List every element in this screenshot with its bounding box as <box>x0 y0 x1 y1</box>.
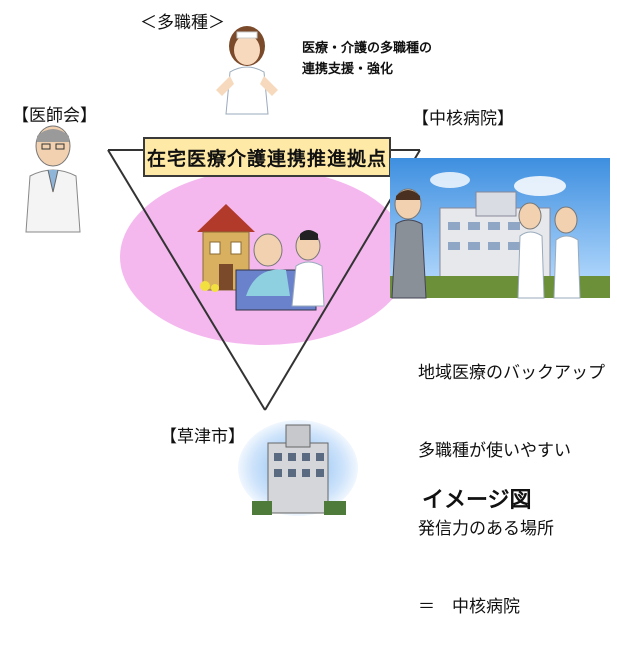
top-note: 医療・介護の多職種の 連携支援・強化 <box>302 38 432 80</box>
nurse-figure <box>216 26 278 115</box>
hospital-description: 地域医療のバックアップ 多職種が使いやすい 発信力のある場所 ＝ 中核病院 <box>418 308 605 646</box>
right-label: 【中核病院】 <box>412 109 514 129</box>
left-label: 【医師会】 <box>12 106 97 126</box>
hospital-line-1: 地域医療のバックアップ <box>418 363 605 383</box>
patient-care-scene <box>235 230 325 311</box>
city-hall-building <box>238 420 358 516</box>
hospital-line-4: ＝ 中核病院 <box>418 597 520 617</box>
doctor-figure <box>25 125 81 233</box>
bottom-label: 【草津市】 <box>160 427 245 447</box>
top-note-line2: 連携支援・強化 <box>302 62 394 77</box>
footer-label: イメージ図 <box>422 488 532 513</box>
center-title: 在宅医療介護連携推進拠点 <box>143 137 391 177</box>
top-label: ＜多職種＞ <box>140 13 225 33</box>
hospital-line-2: 多職種が使いやすい <box>418 441 571 461</box>
top-note-line1: 医療・介護の多職種の <box>302 41 433 56</box>
hospital-staff-group <box>390 158 610 299</box>
hospital-line-3: 発信力のある場所 <box>418 519 554 539</box>
